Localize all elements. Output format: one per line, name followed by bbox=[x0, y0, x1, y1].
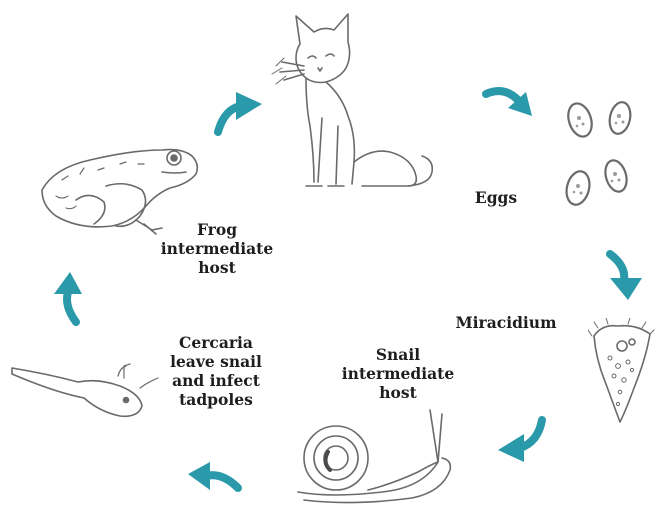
cat-illustration bbox=[262, 6, 442, 196]
cycle-arrow-snail-to-tadpole bbox=[186, 454, 244, 498]
eggs-label: Eggs bbox=[456, 188, 536, 207]
cycle-arrow-eggs-to-miracidium bbox=[602, 248, 652, 304]
tadpole-illustration bbox=[8, 348, 170, 428]
snail-label-line: Snail bbox=[338, 345, 458, 364]
cycle-arrow-tadpole-to-frog bbox=[50, 270, 94, 328]
snail-label-line: host bbox=[338, 383, 458, 402]
cercaria-label-line: and infect bbox=[156, 371, 276, 390]
miracidium-label: Miracidium bbox=[438, 313, 574, 332]
cycle-arrow-frog-to-cat bbox=[210, 88, 266, 138]
frog-label-line: Frog bbox=[152, 220, 282, 239]
frog-label-line: host bbox=[152, 258, 282, 277]
cycle-arrow-cat-to-eggs bbox=[480, 82, 540, 126]
cercaria-label: Cercaria leave snail and infect tadpoles bbox=[156, 333, 276, 409]
frog-label: Frog intermediate host bbox=[152, 220, 282, 277]
frog-label-line: intermediate bbox=[152, 239, 282, 258]
snail-label-line: intermediate bbox=[338, 364, 458, 383]
cycle-arrow-miracidium-to-snail bbox=[494, 414, 550, 466]
snail-label: Snail intermediate host bbox=[338, 345, 458, 402]
cercaria-label-line: tadpoles bbox=[156, 390, 276, 409]
snail-illustration bbox=[292, 400, 464, 508]
miracidium-illustration bbox=[588, 318, 656, 428]
cercaria-label-line: Cercaria bbox=[156, 333, 276, 352]
eggs-illustration bbox=[552, 90, 652, 230]
cercaria-label-line: leave snail bbox=[156, 352, 276, 371]
